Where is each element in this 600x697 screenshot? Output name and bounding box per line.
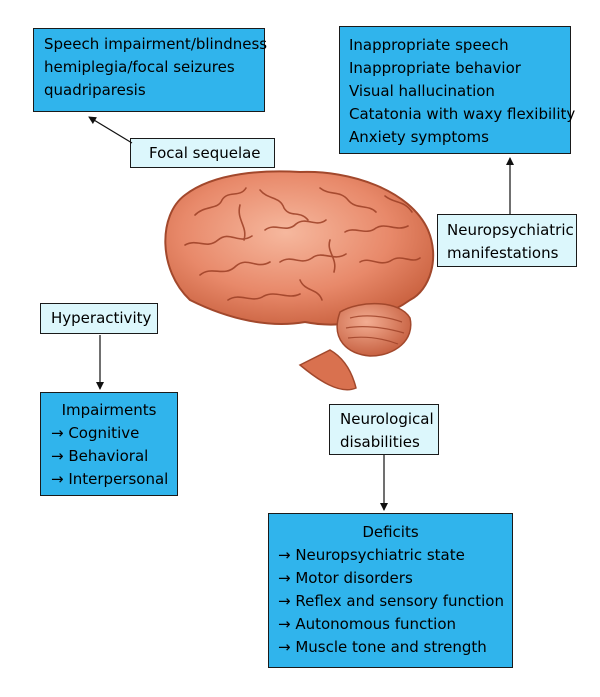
neuro-line: Inappropriate speech xyxy=(349,36,509,54)
arrow-to-focal-outcomes xyxy=(88,116,133,144)
neuropsychiatric-outcomes-box: Inappropriate speech Inappropriate behav… xyxy=(339,26,576,154)
deficit-item: → Muscle tone and strength xyxy=(278,638,487,656)
impairments-title: Impairments xyxy=(61,401,157,419)
focal-sequelae-label: Focal sequelae xyxy=(130,138,275,168)
focal-outcomes-box: Speech impairment/blindness hemiplegia/f… xyxy=(33,28,268,112)
neurological-label: Neurological disabilities xyxy=(329,404,439,455)
deficits-title: Deficits xyxy=(362,523,419,541)
deficits-box: Deficits → Neuropsychiatric state → Moto… xyxy=(268,513,513,668)
hyperactivity-label: Hyperactivity xyxy=(40,303,158,334)
focal-line: Speech impairment/blindness xyxy=(44,35,268,53)
deficit-item: → Reflex and sensory function xyxy=(278,592,504,610)
impairment-item: → Interpersonal xyxy=(51,470,169,488)
focal-line: quadriparesis xyxy=(44,81,146,99)
neuro-line: Anxiety symptoms xyxy=(349,128,489,146)
deficit-item: → Autonomous function xyxy=(278,615,457,633)
impairment-item: → Behavioral xyxy=(51,447,149,465)
neuro-line: Inappropriate behavior xyxy=(349,59,521,77)
brain-icon xyxy=(164,170,435,391)
neuro-line: Visual hallucination xyxy=(349,82,495,100)
deficit-item: → Motor disorders xyxy=(278,569,413,587)
impairments-box: Impairments → Cognitive → Behavioral → I… xyxy=(40,392,178,496)
neuro-line: Catatonia with waxy flexibility xyxy=(349,105,576,123)
impairment-item: → Cognitive xyxy=(51,424,140,442)
deficit-item: → Neuropsychiatric state xyxy=(278,546,465,564)
focal-line: hemiplegia/focal seizures xyxy=(44,58,235,76)
neuropsychiatric-label: Neuropsychiatric manifestations xyxy=(437,214,577,267)
